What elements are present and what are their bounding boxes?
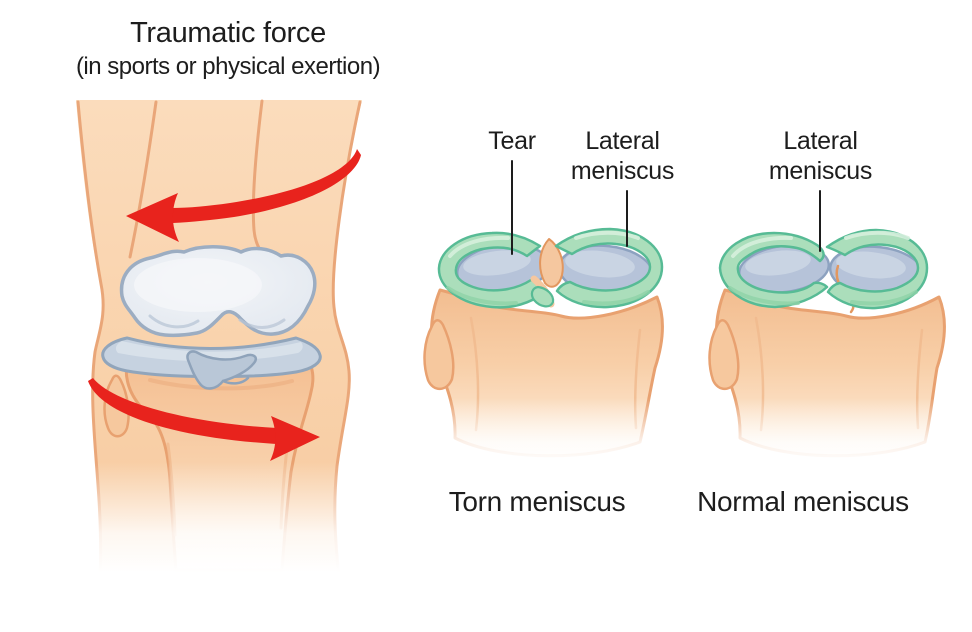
- lateral-meniscus-ring-torn-view: [554, 227, 664, 309]
- normal-meniscus-illustration: [705, 190, 963, 478]
- label-lateral-meniscus-normal: Lateral meniscus: [768, 127, 873, 185]
- joint-shadow: [148, 378, 294, 391]
- lateral-plateau-sheen-normal: [836, 251, 906, 279]
- figure-title: Traumatic force (in sports or physical e…: [48, 16, 408, 82]
- torn-bone-fade: [418, 398, 680, 478]
- fibula-head-normal: [708, 319, 740, 391]
- fibula-head: [423, 319, 455, 391]
- rotation-arrow-lower: [88, 378, 320, 461]
- leg-bottom-fade: [55, 462, 385, 592]
- ligament-tail: [221, 376, 250, 385]
- title-line2: (in sports or physical exertion): [75, 53, 381, 81]
- knee-illustration: [55, 99, 385, 592]
- lateral-ring-top-highlight: [574, 230, 640, 240]
- medial-ring-side-shade-normal: [728, 286, 800, 306]
- medial-meniscus-ring-normal: [718, 231, 829, 309]
- arrowhead-right-icon: [270, 416, 320, 461]
- normal-bone-fade: [705, 398, 963, 478]
- arrowhead-left-icon: [126, 193, 179, 242]
- lateral-meniscus-ring-normal: [825, 228, 929, 310]
- caption-torn-meniscus: Torn meniscus: [448, 486, 626, 517]
- lateral-ring-side-shade: [582, 290, 650, 306]
- caption-normal-meniscus: Normal meniscus: [697, 486, 909, 517]
- medial-plateau-sheen: [463, 250, 531, 276]
- condyle-shadow-lines: [148, 314, 286, 329]
- torn-meniscus-illustration: [418, 160, 680, 478]
- cartilage-highlight: [134, 258, 262, 312]
- title-line1: Traumatic force: [130, 17, 326, 49]
- lateral-plateau-sheen: [565, 250, 635, 278]
- medial-plateau-sheen-normal: [745, 250, 811, 276]
- medial-ring-top-highlight-normal: [731, 235, 793, 258]
- torn-ring-side-shade: [446, 286, 518, 306]
- rotation-arrow-upper: [126, 149, 361, 242]
- tibial-eminence: [539, 238, 564, 288]
- lateral-ring-side-shade-normal: [850, 290, 918, 306]
- tear-flap: [530, 285, 555, 308]
- label-lateral-meniscus-torn: Lateral meniscus: [570, 127, 675, 185]
- torn-ring-top-highlight: [448, 235, 510, 258]
- lateral-ring-top-highlight-normal: [844, 230, 910, 240]
- label-tear: Tear: [488, 127, 536, 155]
